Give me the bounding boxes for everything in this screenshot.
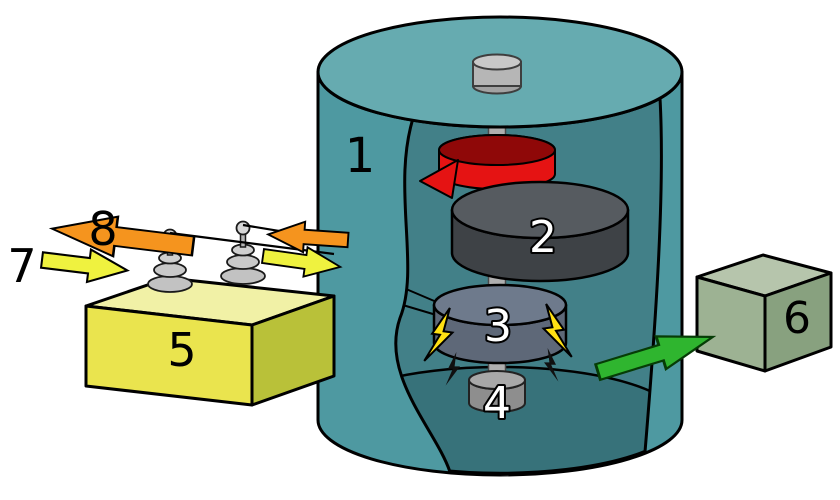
label-housing: 1 bbox=[345, 128, 376, 184]
insulator bbox=[220, 220, 266, 285]
power-box-side bbox=[250, 294, 336, 407]
power-box bbox=[84, 220, 336, 407]
label-bearing: 4 bbox=[483, 378, 511, 429]
rotation-ring bbox=[419, 134, 556, 199]
converter-box bbox=[695, 253, 833, 373]
label-output-arrow: 8 bbox=[88, 202, 117, 256]
converter-box-side bbox=[763, 271, 833, 373]
motor-generator bbox=[432, 283, 568, 365]
rotation-ring-top bbox=[438, 134, 556, 166]
bearing bbox=[468, 370, 526, 413]
label-converter-box: 6 bbox=[783, 293, 811, 344]
label-motor-generator: 3 bbox=[484, 301, 512, 352]
shaft-cap-top bbox=[472, 53, 522, 71]
label-input-arrow: 7 bbox=[7, 239, 36, 293]
rotation-arrowhead-icon bbox=[419, 159, 459, 199]
motor-top bbox=[432, 283, 568, 327]
flywheel-top bbox=[450, 180, 630, 240]
label-flywheel: 2 bbox=[529, 212, 557, 263]
label-power-box: 5 bbox=[167, 323, 196, 377]
shaft-cap bbox=[472, 53, 522, 95]
bearing-top bbox=[468, 370, 526, 390]
flywheel-rotor bbox=[450, 180, 630, 283]
